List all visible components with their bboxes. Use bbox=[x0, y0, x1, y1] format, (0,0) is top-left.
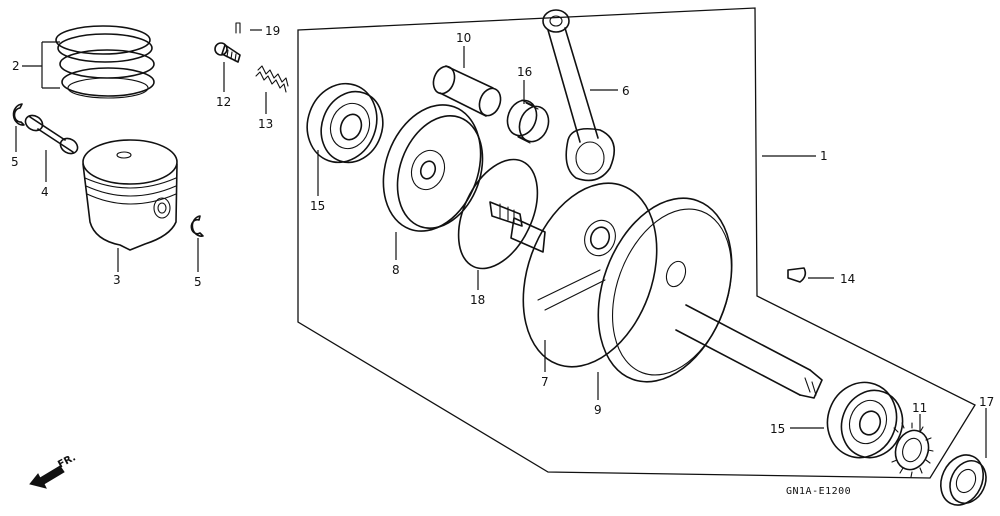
spring bbox=[255, 65, 289, 93]
callout-15-upper: 15 bbox=[310, 199, 325, 213]
callout-9: 9 bbox=[594, 403, 602, 417]
callout-5-right: 5 bbox=[194, 275, 202, 289]
callout-4: 4 bbox=[41, 185, 49, 199]
needle-bearing bbox=[506, 99, 550, 144]
callout-14: 14 bbox=[840, 272, 855, 286]
callout-16: 16 bbox=[517, 65, 532, 79]
callout-17: 17 bbox=[979, 395, 994, 409]
callout-10: 10 bbox=[456, 31, 471, 45]
callout-7: 7 bbox=[541, 375, 549, 389]
piston bbox=[82, 139, 178, 251]
callout-3: 3 bbox=[113, 273, 121, 287]
crank-pin bbox=[432, 65, 502, 117]
bearing-lower bbox=[826, 381, 904, 459]
callout-5-left: 5 bbox=[11, 155, 19, 169]
leader-lines bbox=[15, 29, 987, 458]
pin bbox=[235, 22, 241, 34]
callout-8: 8 bbox=[392, 263, 400, 277]
callout-11: 11 bbox=[912, 401, 927, 415]
o-ring bbox=[457, 158, 539, 270]
drawing-code: GN1A-E1200 bbox=[786, 486, 851, 497]
piston-pin-clip-right bbox=[190, 215, 204, 237]
callout-15-lower: 15 bbox=[770, 422, 785, 436]
front-direction-label: FR. bbox=[56, 452, 78, 470]
piston-pin-clip-left bbox=[12, 103, 25, 126]
bearing-upper bbox=[306, 82, 384, 164]
crankshaft-left-half bbox=[489, 182, 658, 368]
connecting-rod bbox=[542, 9, 616, 182]
bolt bbox=[214, 42, 241, 63]
callout-1: 1 bbox=[820, 149, 828, 163]
callout-19: 19 bbox=[265, 24, 280, 38]
piston-pin bbox=[24, 114, 79, 155]
callout-2: 2 bbox=[12, 59, 20, 73]
callout-6: 6 bbox=[622, 84, 630, 98]
woodruff-key bbox=[787, 267, 807, 283]
oil-seal bbox=[940, 454, 987, 506]
callout-18: 18 bbox=[470, 293, 485, 307]
crankshaft-right-half bbox=[597, 197, 823, 399]
piston-rings bbox=[55, 25, 155, 99]
crankshaft-assembly-frame bbox=[297, 7, 976, 479]
crank-web-plate bbox=[382, 104, 484, 232]
callout-13: 13 bbox=[258, 117, 273, 131]
timing-gear bbox=[891, 422, 934, 478]
arrow-icon bbox=[29, 465, 65, 489]
callout-12: 12 bbox=[216, 95, 231, 109]
